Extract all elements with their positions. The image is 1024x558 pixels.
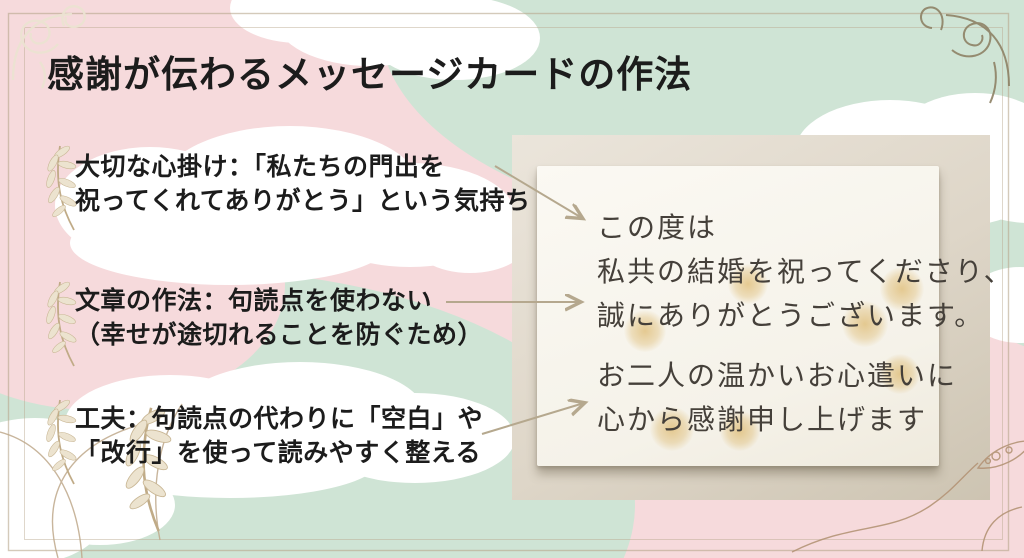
bullet-2-line-1: 文章の作法：句読点を使わない [75,287,433,315]
message-card: この度は 私共の結婚を祝ってくださり、 誠にありがとうございます。 お二人の温か… [537,166,1012,466]
bullet-1-line-2: 祝ってくれてありがとう」という気持ち [75,187,531,215]
highlight-dot [720,411,760,451]
bullet-3-line-2: 「改行」を使って読みやすく整える [75,439,482,467]
card-text-line-1: この度は [597,211,718,244]
corner-flourish-top-left-icon [11,5,86,89]
card-text-line-3: 誠にありがとうございます。 [597,299,985,332]
highlight-dot [880,354,920,394]
bullet-point-writing-rule: 文章の作法：句読点を使わない （幸せが途切れることを防ぐため） [75,284,483,352]
bullet-1-line-1: 大切な心掛け：「私たちの門出を [75,153,446,181]
bullet-3-line-1: 工夫：句読点の代わりに「空白」や [75,405,484,433]
highlight-dot-period [842,301,888,347]
card-text-line-4: お二人の温かいお心遣いに [597,359,958,392]
message-card-photo: この度は 私共の結婚を祝ってくださり、 誠にありがとうございます。 お二人の温か… [512,135,1012,500]
card-text-line-5: 心から感謝申し上げます [597,403,928,436]
corner-flourish-top-right-icon [919,6,1010,104]
slide-title: 感謝が伝わるメッセージカードの作法 [47,54,693,95]
highlight-dot-comma [880,267,924,311]
bullet-2-line-2: （幸せが途切れることを防ぐため） [75,321,484,349]
highlight-dot [650,407,694,451]
highlight-dot [624,310,666,352]
highlight-dot [728,264,768,304]
bullet-point-mindset: 大切な心掛け：「私たちの門出を 祝ってくれてありがとう」という気持ち [75,150,531,218]
frame-border [7,12,1010,552]
bullet-point-technique: 工夫：句読点の代わりに「空白」や 「改行」を使って読みやすく整える [75,402,483,470]
card-text-line-2: 私共の結婚を祝ってくださり、 [597,255,1014,288]
